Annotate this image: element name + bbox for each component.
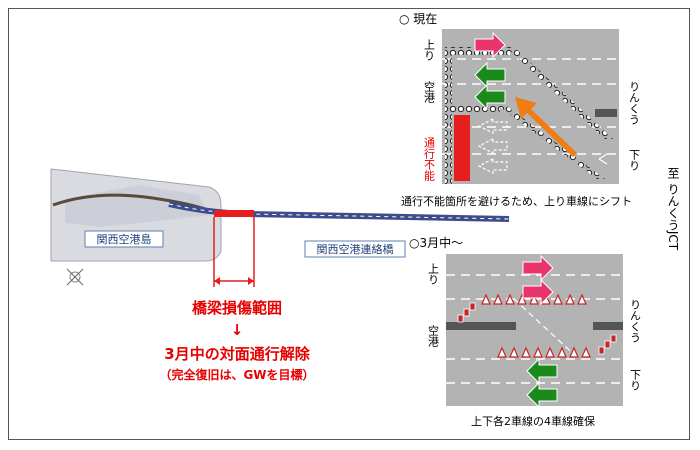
markers-right [598,334,617,355]
full-recovery-label: （完全復旧は、GWを目標） [159,367,314,382]
markers-left [457,302,476,323]
bridge-label-box [304,240,406,258]
two-way-resume-label: 3月中の対面通行解除 [164,345,310,363]
march-up-label: 上り [427,263,440,285]
march-down-label: 下り [629,369,642,391]
panel-current: ○ 現在 上り 空港 通行不能 りんくう [399,12,641,208]
march-rinku-label: りんくう [629,299,642,343]
right-lane-arrow-upper [598,153,608,165]
down-arrow-lane-1 [526,357,558,385]
chain-diagonal-upper [506,47,613,139]
march-heading: ○3月中～ [409,235,463,250]
damaged-section-marker [214,210,254,217]
current-caption: 通行不能箇所を避けるため、上り車線にシフト [401,194,632,208]
current-heading: ○ 現在 [399,12,437,26]
map-area: 関西空港島 関西空港連絡橋 [50,168,510,287]
march-caption: 上下各2車線の4車線確保 [471,414,595,428]
damage-range-left-arrowhead [214,277,220,285]
chain-diagonal-lower [496,104,605,179]
current-up-label: 上り [423,39,436,61]
diagram-canvas: 関西空港島 関西空港連絡橋 橋梁損傷範囲 ↓ 3月中の対面通行解除 （完全復旧は… [50,12,680,428]
march-airport-label: 空港 [427,324,440,347]
current-down-label: 下り [628,149,641,171]
up-arrow-lane-2 [522,278,554,306]
barrier-left [446,322,516,330]
current-airport-label: 空港 [423,80,436,103]
damage-down-arrow: ↓ [231,321,244,339]
chain-left-vertical [445,47,452,184]
damage-callout: 橋梁損傷範囲 ↓ 3月中の対面通行解除 （完全復旧は、GWを目標） [159,299,314,382]
up-direction-arrow [474,31,506,59]
down-direction-arrow-1 [474,61,506,89]
current-rinku-label: りんくう [628,81,641,125]
chain-mid [448,104,500,112]
up-arrow-lane-1 [522,254,554,282]
closed-section [454,115,470,181]
island-label-box [84,230,164,248]
bridge-label: 関西空港連絡橋 [317,242,394,256]
shift-arrow [515,97,577,157]
destination-text: 至 りんくうJCT [666,167,680,251]
panel-march: ○3月中～ [409,235,642,428]
current-closed-label: 通行不能 [423,137,436,182]
down-arrow-lane-2 [526,381,558,409]
destination-label: 至 りんくうJCT [666,167,680,251]
down-direction-arrow-2 [474,83,506,111]
damage-range-label: 橋梁損傷範囲 [192,299,282,317]
closed-lane-arrows [477,118,508,174]
compass-icon [66,268,84,286]
figure-frame: 関西空港島 関西空港連絡橋 橋梁損傷範囲 ↓ 3月中の対面通行解除 （完全復旧は… [8,8,690,440]
barrier-right [593,322,623,330]
damage-range-right-arrowhead [248,277,254,285]
cone-row-lower [497,346,591,358]
barrier-post [595,109,617,117]
island-label: 関西空港島 [97,232,152,246]
cone-row-upper [481,293,587,305]
